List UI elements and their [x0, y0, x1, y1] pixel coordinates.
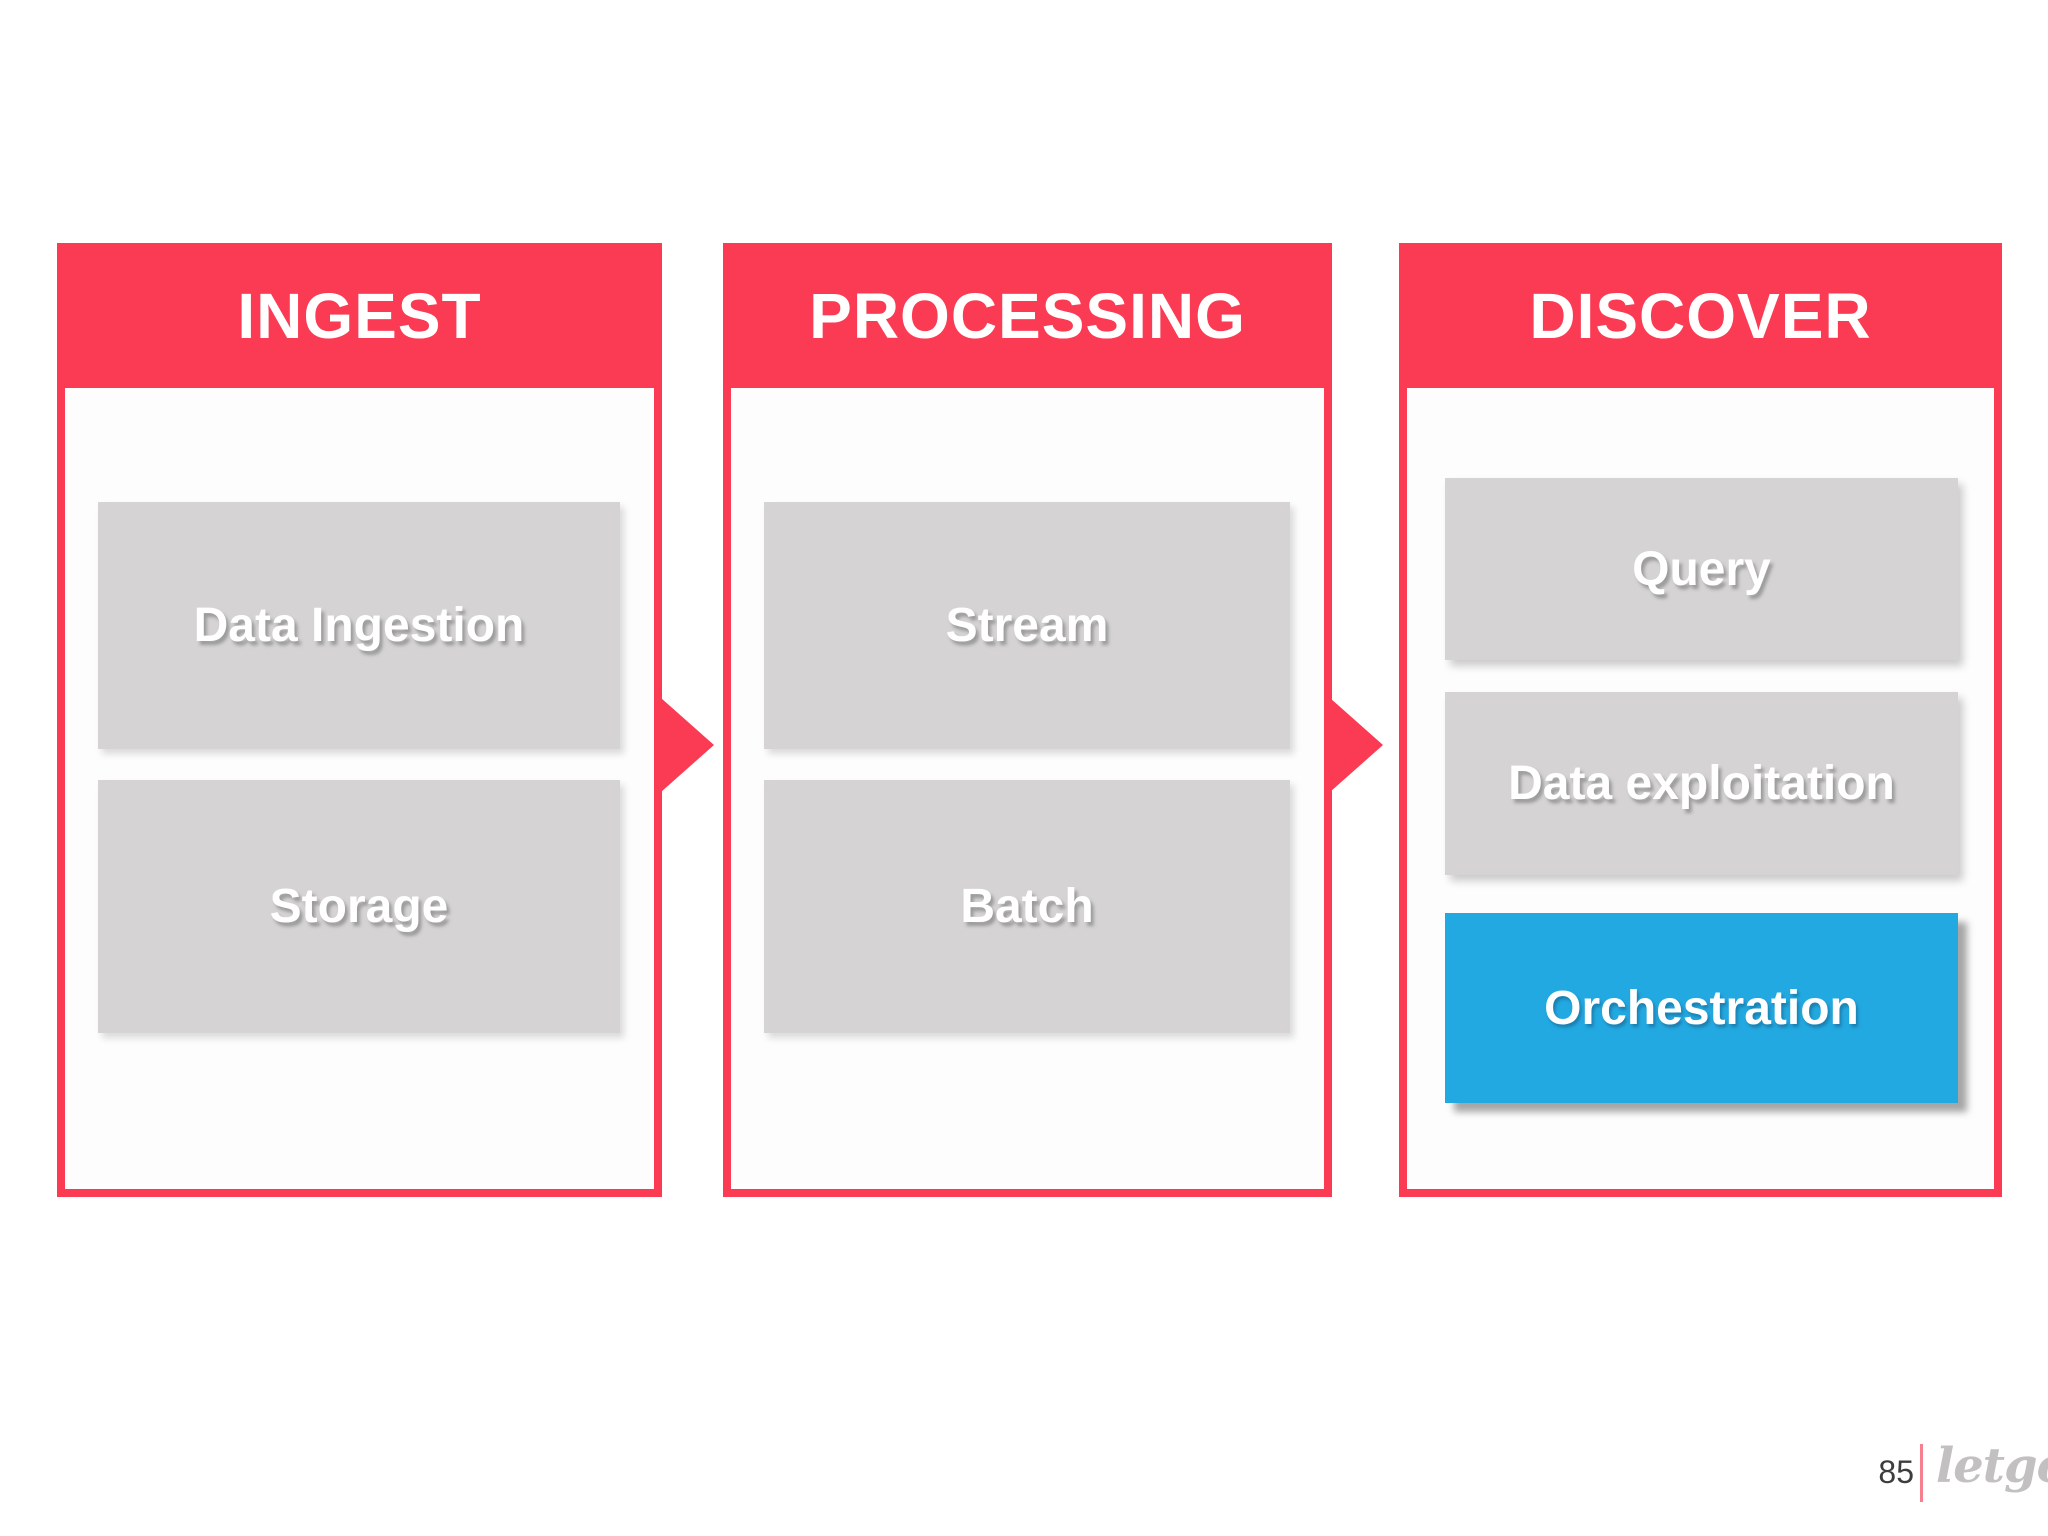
box-data-exploitation: Data exploitation — [1445, 692, 1958, 875]
flow-arrow-icon — [1330, 698, 1383, 792]
box-batch-label: Batch — [960, 880, 1094, 933]
flow-arrow-icon — [661, 698, 714, 792]
slide-footer: 85 letgo — [1860, 1436, 2048, 1516]
letgo-logo: letgo — [1936, 1438, 2048, 1494]
column-ingest-header: INGEST — [57, 243, 662, 388]
column-processing: PROCESSING Stream Batch — [723, 243, 1332, 1197]
column-discover-title: DISCOVER — [1529, 279, 1872, 352]
column-discover-header: DISCOVER — [1399, 243, 2002, 388]
box-orchestration-label: Orchestration — [1544, 981, 1859, 1035]
box-storage: Storage — [98, 780, 620, 1033]
column-ingest-title: INGEST — [237, 279, 482, 352]
box-query: Query — [1445, 478, 1958, 660]
box-stream: Stream — [764, 502, 1290, 749]
column-ingest: INGEST Data Ingestion Storage — [57, 243, 662, 1197]
column-processing-title: PROCESSING — [809, 279, 1246, 352]
page-number: 85 — [1878, 1454, 1914, 1490]
box-storage-label: Storage — [269, 880, 449, 933]
footer-divider — [1920, 1444, 1923, 1502]
column-processing-header: PROCESSING — [723, 243, 1332, 388]
box-batch: Batch — [764, 780, 1290, 1033]
column-discover: DISCOVER Query Data exploitation Orchest… — [1399, 243, 2002, 1197]
box-stream-label: Stream — [945, 599, 1109, 652]
box-data-ingestion-label: Data Ingestion — [193, 599, 525, 652]
box-data-exploitation-label: Data exploitation — [1508, 757, 1895, 810]
box-orchestration: Orchestration — [1445, 913, 1958, 1103]
box-data-ingestion: Data Ingestion — [98, 502, 620, 749]
box-query-label: Query — [1632, 542, 1771, 596]
